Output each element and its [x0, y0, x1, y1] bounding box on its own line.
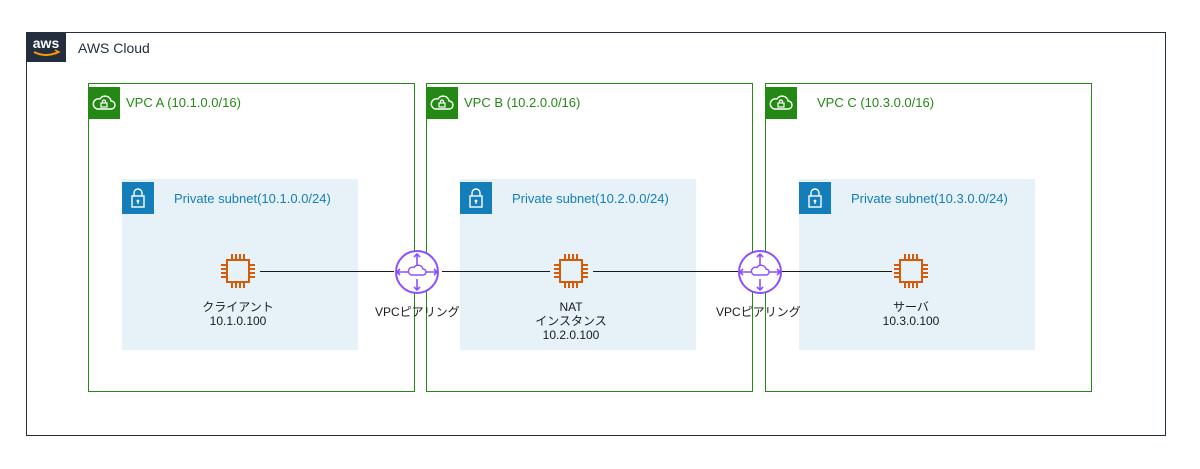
subnet-padlock-icon [122, 182, 154, 214]
ec2-instance-icon[interactable] [218, 251, 258, 291]
subnet-padlock-icon [799, 182, 831, 214]
instance-a-label: クライアント 10.1.0.100 [188, 300, 288, 328]
vpc-b-group [426, 83, 753, 392]
connection-line [782, 271, 892, 272]
instance-ip: 10.1.0.100 [209, 314, 267, 328]
instance-name: サーバ [893, 300, 929, 314]
aws-cloud-group [26, 32, 1166, 436]
vpc-cloud-lock-icon [426, 87, 458, 119]
peering-2-label: VPCピアリング [716, 305, 801, 319]
subnet-a-label: Private subnet(10.1.0.0/24) [174, 191, 331, 206]
aws-logo-icon: aws [26, 32, 66, 62]
subnet-b-group [460, 179, 696, 350]
ec2-instance-icon[interactable] [551, 251, 591, 291]
connection-line [442, 271, 550, 272]
vpc-cloud-lock-icon [765, 87, 797, 119]
vpc-c-label: VPC C (10.3.0.0/16) [817, 95, 935, 110]
ec2-instance-icon[interactable] [891, 251, 931, 291]
vpc-b-label: VPC B (10.2.0.0/16) [464, 95, 581, 110]
instance-ip: 10.2.0.100 [542, 328, 600, 342]
aws-cloud-label: AWS Cloud [78, 40, 150, 56]
svg-text:aws: aws [33, 35, 60, 51]
vpc-a-group [88, 83, 415, 392]
connection-line [260, 271, 394, 272]
instance-name: NAT [559, 300, 583, 314]
subnet-b-label: Private subnet(10.2.0.0/24) [512, 191, 669, 206]
instance-name: クライアント [202, 300, 274, 314]
instance-ip: 10.3.0.100 [882, 314, 940, 328]
subnet-padlock-icon [460, 182, 492, 214]
vpc-peering-icon[interactable] [394, 249, 440, 295]
subnet-c-label: Private subnet(10.3.0.0/24) [851, 191, 1008, 206]
instance-name-line-2: インスタンス [535, 314, 607, 328]
connection-line [593, 271, 738, 272]
peering-1-label: VPCピアリング [375, 305, 460, 319]
vpc-a-label: VPC A (10.1.0.0/16) [126, 95, 241, 110]
instance-b-label: NAT インスタンス 10.2.0.100 [521, 300, 621, 342]
subnet-a-group [122, 179, 358, 350]
vpc-c-group [765, 83, 1092, 392]
subnet-c-group [799, 179, 1035, 350]
vpc-cloud-lock-icon [88, 87, 120, 119]
vpc-peering-icon[interactable] [737, 249, 783, 295]
instance-c-label: サーバ 10.3.0.100 [861, 300, 961, 328]
